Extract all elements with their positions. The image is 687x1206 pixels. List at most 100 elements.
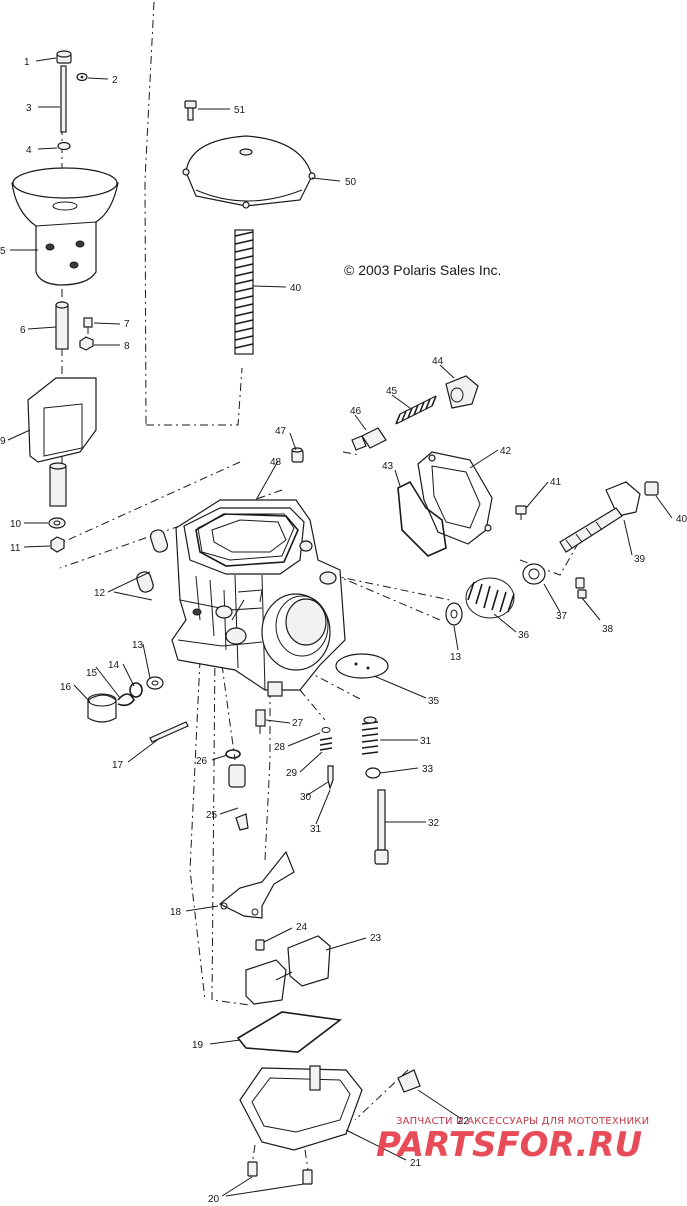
leader-lines xyxy=(7,57,673,1197)
part-18-bracket xyxy=(218,850,295,919)
callout-11: 11 xyxy=(10,543,21,554)
callout-37: 37 xyxy=(556,611,568,622)
callout-46: 46 xyxy=(350,406,362,417)
part-15-clip xyxy=(117,693,135,707)
callout-22: 22 xyxy=(458,1116,470,1127)
callout-19: 19 xyxy=(192,1040,204,1051)
callout-18: 18 xyxy=(170,907,182,918)
callout-26: 26 xyxy=(196,756,208,767)
callout-39: 39 xyxy=(634,554,646,565)
part-38-screw xyxy=(577,589,587,599)
part-27-jet xyxy=(255,709,266,734)
callout-40-spring: 40 xyxy=(290,283,302,294)
callout-43: 43 xyxy=(382,461,394,472)
part-2-clip xyxy=(76,72,88,82)
callout-35: 35 xyxy=(428,696,440,707)
part-12-hose-fittings xyxy=(136,529,169,593)
part-22-drain-screw xyxy=(397,1069,421,1093)
part-40-spring xyxy=(234,229,254,355)
callout-15: 15 xyxy=(86,668,98,679)
part-48-o-ring xyxy=(195,513,299,567)
callout-23: 23 xyxy=(370,933,382,944)
part-13-washer-right xyxy=(445,602,463,626)
part-8-nut xyxy=(79,336,94,351)
part-16-cap xyxy=(87,693,117,723)
part-39-pump-lever-shaft xyxy=(559,481,641,553)
callout-12: 12 xyxy=(94,588,106,599)
part-19-float-bowl-gasket xyxy=(236,1011,343,1053)
callout-16: 16 xyxy=(60,682,72,693)
callout-6: 6 xyxy=(20,325,26,336)
callout-20: 20 xyxy=(208,1194,220,1205)
watermark-tagline: ЗАПЧАСТИ И АКСЕССУАРЫ ДЛЯ МОТОТЕХНИКИ xyxy=(396,1116,649,1127)
callout-27: 27 xyxy=(292,718,304,729)
callout-32: 32 xyxy=(428,818,440,829)
callout-33: 33 xyxy=(422,764,434,775)
part-32-idle-screw xyxy=(374,789,389,865)
callout-50: 50 xyxy=(345,177,357,188)
part-25-needle-valve xyxy=(228,764,249,831)
part-37-screw xyxy=(575,577,585,589)
callout-45: 45 xyxy=(386,386,398,397)
part-50-carburetor-top-cover xyxy=(182,135,316,209)
part-1-cap xyxy=(56,50,72,64)
callout-10: 10 xyxy=(10,519,22,530)
part-28-o-ring xyxy=(321,727,331,733)
callout-9: 9 xyxy=(0,436,6,447)
part-23-float xyxy=(245,935,331,1005)
callout-25: 25 xyxy=(206,810,218,821)
part-7-screw xyxy=(83,317,93,334)
part-24-screw xyxy=(255,939,265,951)
watermark: ЗАПЧАСТИ И АКСЕССУАРЫ ДЛЯ МОТОТЕХНИКИ PA… xyxy=(376,1116,649,1165)
part-44-plug xyxy=(445,375,479,409)
callout-31-lower: 31 xyxy=(310,824,322,835)
part-20-screws xyxy=(247,1161,313,1185)
part-17-shaft xyxy=(149,721,189,743)
callout-51: 51 xyxy=(234,105,246,116)
callout-14: 14 xyxy=(108,660,120,671)
callout-44: 44 xyxy=(432,356,444,367)
part-30-needle xyxy=(327,765,334,791)
part-26-o-ring xyxy=(225,749,241,759)
part-3-jet-needle xyxy=(60,65,67,133)
part-21-float-bowl xyxy=(239,1065,363,1151)
callout-numbers: 1 2 3 4 5 6 7 8 9 10 11 12 13 13 14 15 1… xyxy=(0,57,687,1205)
part-36-spring xyxy=(465,577,515,619)
part-40-cap xyxy=(644,481,659,496)
callout-5: 5 xyxy=(0,246,6,257)
part-46-jet xyxy=(351,427,387,451)
part-34-bushing xyxy=(522,563,546,585)
part-5-diaphragm-piston xyxy=(11,167,119,286)
callout-4: 4 xyxy=(26,145,32,156)
callout-13-left: 13 xyxy=(132,640,144,651)
callout-48: 48 xyxy=(270,457,282,468)
part-42-pump-cover xyxy=(417,451,493,545)
copyright-notice: © 2003 Polaris Sales Inc. xyxy=(344,262,501,278)
callout-24: 24 xyxy=(296,922,308,933)
part-47-plug xyxy=(291,447,304,463)
callout-3: 3 xyxy=(26,103,32,114)
callout-41: 41 xyxy=(550,477,562,488)
part-10-washer xyxy=(48,517,66,529)
part-13-washer-left xyxy=(146,676,164,690)
part-14-spring xyxy=(129,682,143,698)
part-4-washer xyxy=(57,141,71,151)
part-45-spring xyxy=(395,395,437,425)
callout-30: 30 xyxy=(300,792,312,803)
part-11-nut xyxy=(50,536,65,553)
watermark-logo: PARTSFOR.RU xyxy=(376,1125,642,1165)
callout-47: 47 xyxy=(275,426,287,437)
part-6-spacer xyxy=(55,301,69,350)
callout-7: 7 xyxy=(124,319,130,330)
part-51-screw xyxy=(184,100,197,121)
callout-17: 17 xyxy=(112,760,124,771)
callout-1: 1 xyxy=(24,57,30,68)
callout-21: 21 xyxy=(410,1158,422,1169)
callout-38: 38 xyxy=(602,624,614,635)
callout-13-right: 13 xyxy=(450,652,462,663)
callout-8: 8 xyxy=(124,341,130,352)
part-33-washer xyxy=(365,767,381,779)
callout-31-upper: 31 xyxy=(420,736,432,747)
part-41-screw xyxy=(515,505,527,520)
